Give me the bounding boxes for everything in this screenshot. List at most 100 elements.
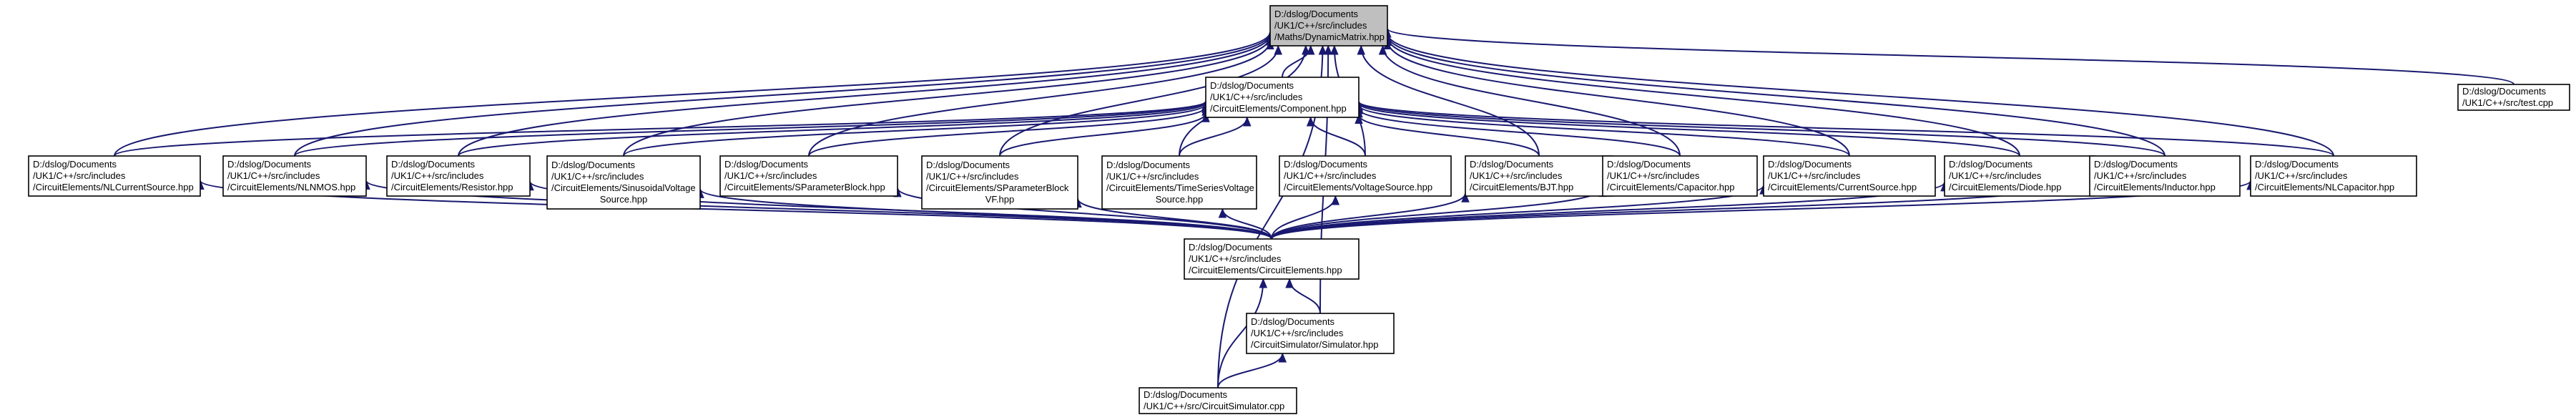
- node-voltagesrc[interactable]: D:/dslog/Documents/UK1/C++/src/includes/…: [1279, 155, 1452, 197]
- edge-nlnmos-to-root: [294, 32, 1274, 157]
- node-box[interactable]: [1184, 238, 1360, 280]
- arrowhead: [1278, 352, 1287, 363]
- node-label-line: /CircuitElements/Component.hpp: [1210, 103, 1347, 114]
- edge-bjt-to-component: [1355, 114, 1540, 157]
- arrowhead: [1355, 114, 1363, 124]
- node-bjt[interactable]: D:/dslog/Documents/UK1/C++/src/includes/…: [1465, 155, 1613, 197]
- node-label-line: D:/dslog/Documents: [1106, 160, 1191, 170]
- edge-line: [294, 101, 1206, 157]
- node-box[interactable]: [1269, 5, 1388, 47]
- arrowhead: [1302, 44, 1310, 55]
- node-diode[interactable]: D:/dslog/Documents/UK1/C++/src/includes/…: [1944, 155, 2095, 197]
- node-label-line: /CircuitElements/SParameterBlock.hpp: [724, 182, 885, 192]
- arrowhead: [1331, 195, 1340, 205]
- node-sparam[interactable]: D:/dslog/Documents/UK1/C++/src/includes/…: [719, 155, 898, 197]
- edge-circuitelements-to-bjt: [1271, 192, 1470, 240]
- node-label-line: /CircuitElements/NLNMOS.hpp: [227, 182, 355, 192]
- node-label-line: /CircuitElements/BJT.hpp: [1470, 182, 1573, 192]
- node-box[interactable]: [1279, 155, 1452, 197]
- node-box[interactable]: [2250, 155, 2417, 197]
- node-label-line: D:/dslog/Documents: [551, 160, 636, 170]
- edge-line: [623, 36, 1271, 157]
- node-label-line: /UK1/C++/src/test.cpp: [2462, 97, 2553, 108]
- node-label-line: D:/dslog/Documents: [1470, 159, 1554, 170]
- node-box[interactable]: [1101, 155, 1257, 210]
- node-box[interactable]: [1139, 387, 1297, 414]
- node-box[interactable]: [1205, 77, 1360, 118]
- node-label-line: D:/dslog/Documents: [1251, 316, 1335, 327]
- edge-line: [1387, 40, 1850, 157]
- arrowhead: [1218, 207, 1227, 218]
- node-label-line: D:/dslog/Documents: [391, 159, 476, 170]
- node-label-line: /CircuitElements/Resistor.hpp: [391, 182, 513, 192]
- arrowhead: [1285, 278, 1294, 288]
- node-nlcap[interactable]: D:/dslog/Documents/UK1/C++/src/includes/…: [2250, 155, 2417, 197]
- node-box[interactable]: [386, 155, 531, 197]
- node-nlcurrent[interactable]: D:/dslog/Documents/UK1/C++/src/includes/…: [28, 155, 201, 197]
- node-label-line: D:/dslog/Documents: [926, 160, 1011, 170]
- node-label-line: /CircuitElements/SParameterBlock: [926, 182, 1069, 193]
- node-box[interactable]: [1944, 155, 2095, 197]
- arrowhead: [1330, 44, 1339, 55]
- edge-line: [1387, 33, 2334, 157]
- edge-circuitelements-to-voltagesrc: [1271, 195, 1340, 240]
- edge-line: [1217, 278, 1264, 389]
- edge-circuitsimcpp-to-simulator: [1217, 352, 1287, 389]
- node-circuitsimcpp[interactable]: D:/dslog/Documents/UK1/C++/src/CircuitSi…: [1139, 387, 1297, 414]
- node-label-line: /UK1/C++/src/includes: [1284, 170, 1377, 181]
- node-testcpp[interactable]: D:/dslog/Documents/UK1/C++/src/test.cpp: [2457, 84, 2570, 111]
- node-capacitor[interactable]: D:/dslog/Documents/UK1/C++/src/includes/…: [1602, 155, 1758, 197]
- node-label-line: D:/dslog/Documents: [1274, 9, 1359, 19]
- node-box[interactable]: [1602, 155, 1758, 197]
- edge-line: [1271, 187, 1603, 240]
- node-resistor[interactable]: D:/dslog/Documents/UK1/C++/src/includes/…: [386, 155, 531, 197]
- node-box[interactable]: [546, 155, 701, 210]
- node-sparamvf[interactable]: D:/dslog/Documents/UK1/C++/src/includes/…: [921, 155, 1078, 210]
- node-circuitelements[interactable]: D:/dslog/Documents/UK1/C++/src/includes/…: [1184, 238, 1360, 280]
- edge-line: [1358, 102, 2020, 157]
- edge-nlcap-to-component: [1355, 100, 2334, 157]
- node-label-line: /CircuitElements/Capacitor.hpp: [1607, 182, 1734, 192]
- edge-component-to-root: [1282, 44, 1315, 78]
- node-label-line: /UK1/C++/src/includes: [2255, 170, 2348, 181]
- node-label-line: D:/dslog/Documents: [1949, 159, 2033, 170]
- node-box[interactable]: [1763, 155, 1936, 197]
- node-timeseries[interactable]: D:/dslog/Documents/UK1/C++/src/includes/…: [1101, 155, 1257, 210]
- node-box[interactable]: [222, 155, 367, 197]
- node-label-line: /UK1/C++/src/includes: [391, 170, 484, 181]
- arrowhead: [1306, 116, 1315, 127]
- node-label-line: /UK1/C++/src/includes: [1470, 170, 1563, 181]
- node-box[interactable]: [28, 155, 201, 197]
- edge-line: [1358, 104, 1850, 157]
- node-label-line: /CircuitElements/NLCurrentSource.hpp: [33, 182, 194, 192]
- node-label-line: /UK1/C++/src/CircuitSimulator.cpp: [1144, 401, 1284, 411]
- edge-line: [1387, 36, 2020, 157]
- node-root[interactable]: D:/dslog/Documents/UK1/C++/src/includes/…: [1269, 5, 1388, 47]
- edge-line: [1358, 101, 2334, 157]
- edge-line: [1289, 278, 1321, 314]
- node-box[interactable]: [921, 155, 1078, 210]
- node-currentsrc[interactable]: D:/dslog/Documents/UK1/C++/src/includes/…: [1763, 155, 1936, 197]
- node-box[interactable]: [2089, 155, 2241, 197]
- node-inductor[interactable]: D:/dslog/Documents/UK1/C++/src/includes/…: [2089, 155, 2241, 197]
- node-box[interactable]: [1246, 313, 1395, 354]
- edge-line: [1387, 34, 2165, 157]
- node-label-line: /CircuitElements/SinusoidalVoltage: [551, 182, 696, 193]
- edge-nlnmos-to-component: [294, 101, 1210, 157]
- node-box[interactable]: [719, 155, 898, 197]
- node-box[interactable]: [2457, 84, 2570, 111]
- node-sinusoidal[interactable]: D:/dslog/Documents/UK1/C++/src/includes/…: [546, 155, 701, 210]
- edge-line: [1360, 45, 1540, 157]
- edge-line: [808, 106, 1206, 157]
- node-label-line: /UK1/C++/src/includes: [551, 171, 644, 182]
- node-nlnmos[interactable]: D:/dslog/Documents/UK1/C++/src/includes/…: [222, 155, 367, 197]
- node-label-line: /CircuitElements/CircuitElements.hpp: [1189, 265, 1342, 275]
- node-label-line: /UK1/C++/src/includes: [926, 171, 1019, 182]
- node-component[interactable]: D:/dslog/Documents/UK1/C++/src/includes/…: [1205, 77, 1360, 118]
- node-simulator[interactable]: D:/dslog/Documents/UK1/C++/src/includes/…: [1246, 313, 1395, 354]
- edge-circuitsimcpp-to-circuitelements: [1217, 278, 1268, 389]
- node-box[interactable]: [1465, 155, 1613, 197]
- node-label-line: D:/dslog/Documents: [2462, 86, 2547, 97]
- edge-line: [458, 34, 1271, 157]
